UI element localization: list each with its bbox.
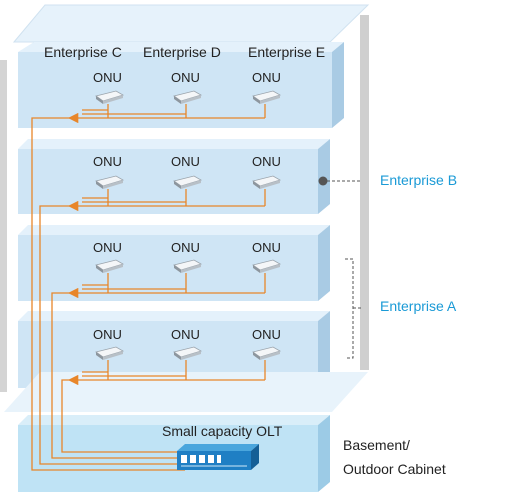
label-olt: Small capacity OLT bbox=[162, 423, 283, 439]
enterprise-b-marker bbox=[318, 176, 328, 186]
onu-label: ONU bbox=[93, 70, 122, 85]
right-pillar bbox=[360, 15, 369, 370]
floor-1 bbox=[18, 311, 330, 388]
fiber-trunk bbox=[39, 205, 185, 465]
fiber-trunk bbox=[61, 379, 185, 453]
left-pillar bbox=[0, 60, 7, 392]
onu-label: ONU bbox=[171, 154, 200, 169]
onu-icon bbox=[95, 346, 125, 360]
floor-4 bbox=[18, 42, 344, 128]
onu-label: ONU bbox=[171, 240, 200, 255]
roof-slab bbox=[12, 4, 370, 43]
onu-icon bbox=[173, 90, 203, 104]
onu-icon bbox=[173, 259, 203, 273]
floor-3 bbox=[18, 139, 330, 214]
onu-label: ONU bbox=[171, 70, 200, 85]
onu-label: ONU bbox=[93, 327, 122, 342]
onu-devices bbox=[95, 90, 282, 360]
enterprise-a-bracket bbox=[345, 258, 354, 359]
onu-icon bbox=[252, 259, 282, 273]
onu-label: ONU bbox=[252, 327, 281, 342]
onu-icon bbox=[252, 175, 282, 189]
label-enterprise-b: Enterprise B bbox=[380, 172, 458, 188]
label-outdoor-cabinet: Outdoor Cabinet bbox=[343, 461, 446, 477]
label-enterprise-e: Enterprise E bbox=[248, 44, 326, 60]
onu-label: ONU bbox=[93, 154, 122, 169]
fiber-lines bbox=[31, 104, 266, 471]
onu-icon bbox=[173, 346, 203, 360]
ground-slab bbox=[4, 372, 368, 412]
fiber-trunk bbox=[51, 292, 185, 459]
onu-label: ONU bbox=[252, 154, 281, 169]
label-enterprise-a: Enterprise A bbox=[380, 298, 457, 314]
label-basement: Basement/ bbox=[343, 437, 410, 453]
onu-icon bbox=[173, 175, 203, 189]
olt-device bbox=[177, 444, 259, 470]
onu-label: ONU bbox=[93, 240, 122, 255]
onu-icon bbox=[252, 346, 282, 360]
label-enterprise-c: Enterprise C bbox=[44, 44, 122, 60]
onu-icon bbox=[95, 90, 125, 104]
onu-label: ONU bbox=[171, 327, 200, 342]
onu-label: ONU bbox=[252, 70, 281, 85]
onu-label: ONU bbox=[252, 240, 281, 255]
label-enterprise-d: Enterprise D bbox=[143, 44, 221, 60]
onu-icon bbox=[252, 90, 282, 104]
onu-icon bbox=[95, 175, 125, 189]
fiber-trunk bbox=[31, 117, 185, 471]
onu-icon bbox=[95, 259, 125, 273]
